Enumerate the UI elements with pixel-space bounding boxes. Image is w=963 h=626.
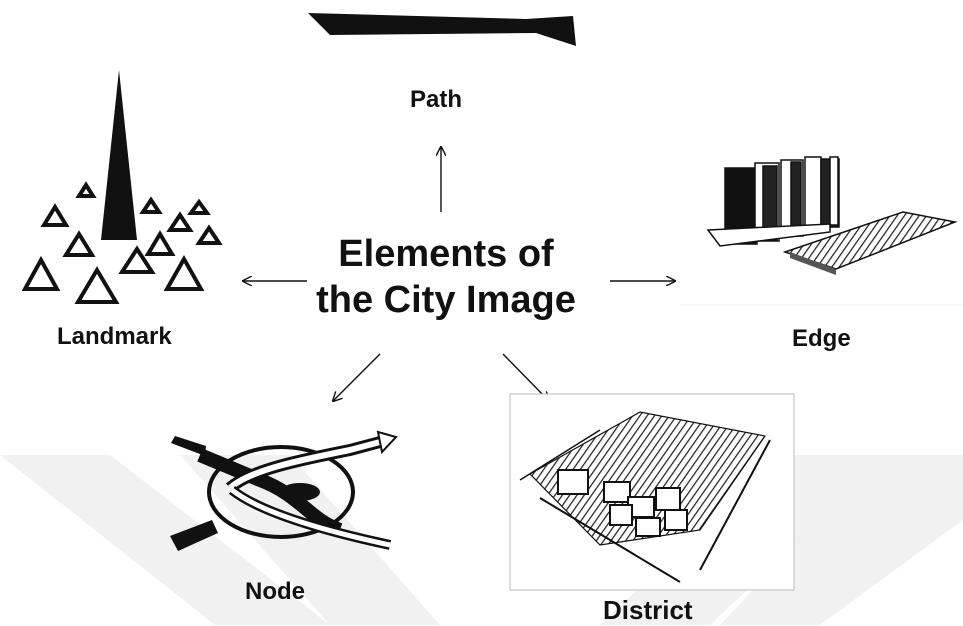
title-line-2: the City Image <box>316 279 576 321</box>
district-symbol <box>509 393 795 591</box>
path-symbol <box>308 13 576 46</box>
edge-symbol <box>680 156 963 306</box>
landmark-symbol <box>21 70 223 304</box>
landmark-label: Landmark <box>57 323 172 350</box>
title-line-1: Elements of <box>338 233 554 275</box>
arrow-to-district <box>502 353 549 401</box>
connector-arrows <box>243 147 675 401</box>
edge-label: Edge <box>792 325 851 352</box>
arrow-to-node <box>333 353 381 401</box>
watermark-logo <box>0 455 963 625</box>
district-label: District <box>603 595 693 625</box>
path-label: Path <box>410 86 463 113</box>
node-symbol <box>170 430 398 551</box>
node-label: Node <box>245 578 305 605</box>
diagram-title: Elements of the City Image <box>276 231 616 323</box>
